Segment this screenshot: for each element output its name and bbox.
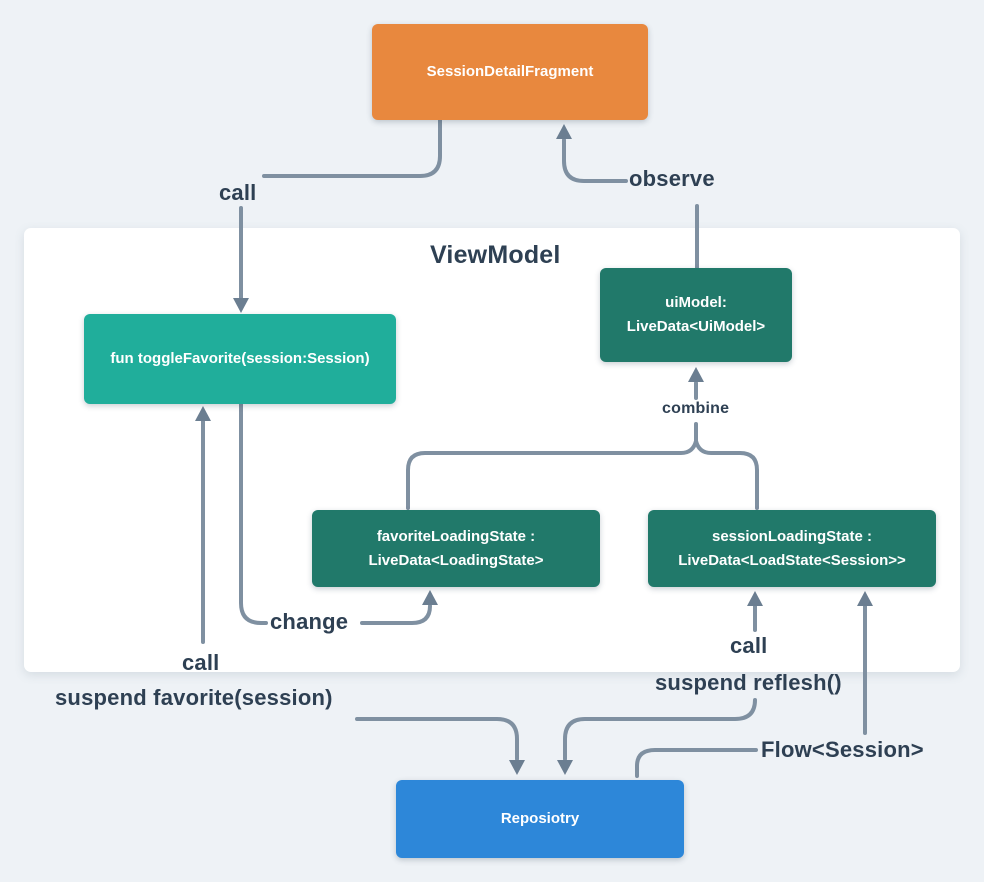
connector-refresh-to-repository <box>563 698 757 761</box>
viewmodel-container <box>24 228 960 672</box>
node-toggle-favorite: fun toggleFavorite(session:Session) <box>84 314 396 404</box>
node-label-line1: sessionLoadingState : <box>711 527 873 545</box>
node-repository: Reposiotry <box>396 780 684 858</box>
node-label-line2: LiveData<UiModel> <box>626 318 766 335</box>
arrowhead-refresh-repo-down <box>557 760 573 775</box>
viewmodel-title: ViewModel <box>430 241 561 269</box>
edge-label-combine: combine <box>662 400 730 417</box>
node-favorite-loading-state: favoriteLoadingState : LiveData<LoadingS… <box>312 510 600 587</box>
node-label-line2: LiveData<LoadingState> <box>368 551 544 569</box>
connector-favorite-to-repository <box>355 717 519 761</box>
edge-label-suspend-favorite: suspend favorite(session) <box>55 685 333 710</box>
arrowhead-observe-up <box>556 124 572 139</box>
node-label-line1: favoriteLoadingState : <box>376 527 536 545</box>
node-label-line2: LiveData<LoadState<Session>> <box>678 551 906 569</box>
node-label: SessionDetailFragment <box>426 63 594 80</box>
edge-label-call-top: call <box>219 180 257 205</box>
edge-label-call-favorite: call <box>182 650 220 675</box>
arrowhead-favorite-repo-down <box>509 760 525 775</box>
node-ui-model: uiModel: LiveData<UiModel> <box>600 268 792 362</box>
edge-label-observe: observe <box>629 166 715 191</box>
node-session-loading-state: sessionLoadingState : LiveData<LoadState… <box>648 510 936 587</box>
node-session-detail-fragment: SessionDetailFragment <box>372 24 648 120</box>
node-label-line1: uiModel: <box>665 294 727 311</box>
node-label: fun toggleFavorite(session:Session) <box>110 350 370 367</box>
edge-label-call-refresh: call <box>730 633 768 658</box>
edge-label-suspend-refresh: suspend reflesh() <box>655 670 842 695</box>
edge-label-flow-session: Flow<Session> <box>761 737 924 762</box>
node-label: Reposiotry <box>500 810 580 827</box>
edge-label-change: change <box>270 609 349 634</box>
